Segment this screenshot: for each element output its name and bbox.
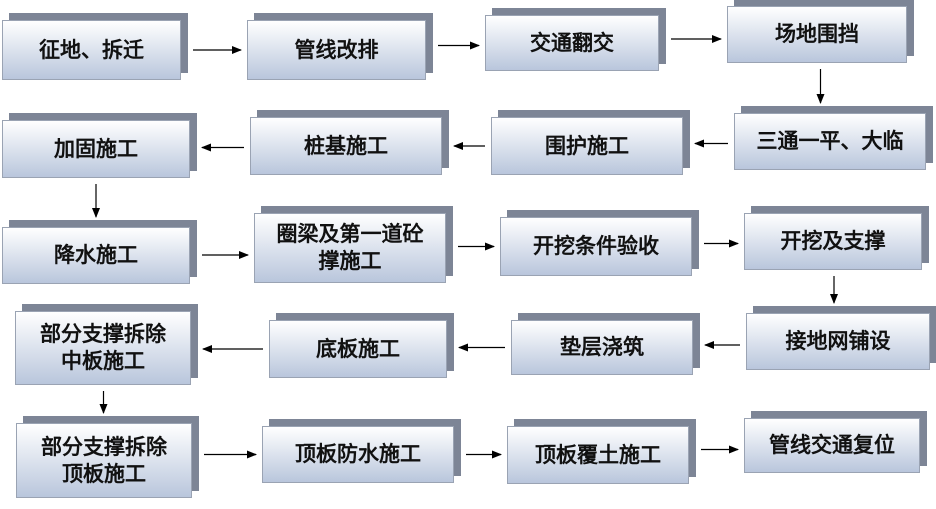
step-label: 征地、拆迁 (39, 37, 144, 62)
step-label: 底板施工 (316, 336, 400, 361)
step-pipeline-traffic-restore: 管线交通复位 (744, 418, 920, 473)
step-label: 降水施工 (54, 243, 138, 268)
step-label: 顶板覆土施工 (535, 442, 661, 467)
step-top-slab: 部分支撑拆除 顶板施工 (16, 423, 192, 498)
step-top-slab-waterproofing: 顶板防水施工 (262, 426, 454, 483)
step-label: 管线交通复位 (769, 433, 895, 458)
step-label: 顶板防水施工 (295, 442, 421, 467)
step-label: 三通一平、大临 (756, 129, 904, 154)
step-label: 圈梁及第一道砼 撑施工 (276, 222, 424, 273)
step-middle-slab: 部分支撑拆除 中板施工 (15, 311, 191, 385)
step-excavation-support: 开挖及支撑 (744, 213, 922, 270)
step-bottom-slab: 底板施工 (269, 320, 447, 378)
step-label: 接地网铺设 (785, 329, 891, 354)
step-excavation-acceptance: 开挖条件验收 (500, 217, 692, 276)
step-label: 围护施工 (545, 133, 629, 158)
step-traffic-diversion: 交通翻交 (485, 15, 659, 71)
step-label: 桩基施工 (304, 133, 388, 158)
step-pile-foundation: 桩基施工 (250, 117, 442, 175)
step-label: 开挖条件验收 (533, 234, 659, 259)
step-label: 部分支撑拆除 顶板施工 (41, 434, 167, 486)
step-label: 管线改排 (294, 37, 379, 62)
step-reinforcement: 加固施工 (2, 120, 190, 178)
step-label: 部分支撑拆除 中板施工 (40, 322, 166, 373)
step-retaining-construction: 围护施工 (491, 117, 683, 175)
step-pipeline-relocation: 管线改排 (247, 20, 426, 80)
step-label: 加固施工 (54, 136, 138, 161)
step-label: 交通翻交 (530, 30, 614, 55)
step-ring-beam-first-strut: 圈梁及第一道砼 撑施工 (254, 213, 446, 283)
step-land-acquisition: 征地、拆迁 (2, 20, 181, 80)
step-site-preparation: 三通一平、大临 (734, 113, 926, 170)
step-label: 垫层浇筑 (560, 335, 644, 360)
step-label: 场地围挡 (775, 22, 859, 47)
step-grounding-grid: 接地网铺设 (746, 313, 930, 370)
step-site-hoarding: 场地围挡 (727, 6, 907, 63)
step-dewatering: 降水施工 (2, 227, 190, 284)
step-top-slab-backfill: 顶板覆土施工 (507, 426, 689, 484)
step-cushion-pouring: 垫层浇筑 (511, 320, 693, 375)
step-label: 开挖及支撑 (780, 229, 886, 254)
